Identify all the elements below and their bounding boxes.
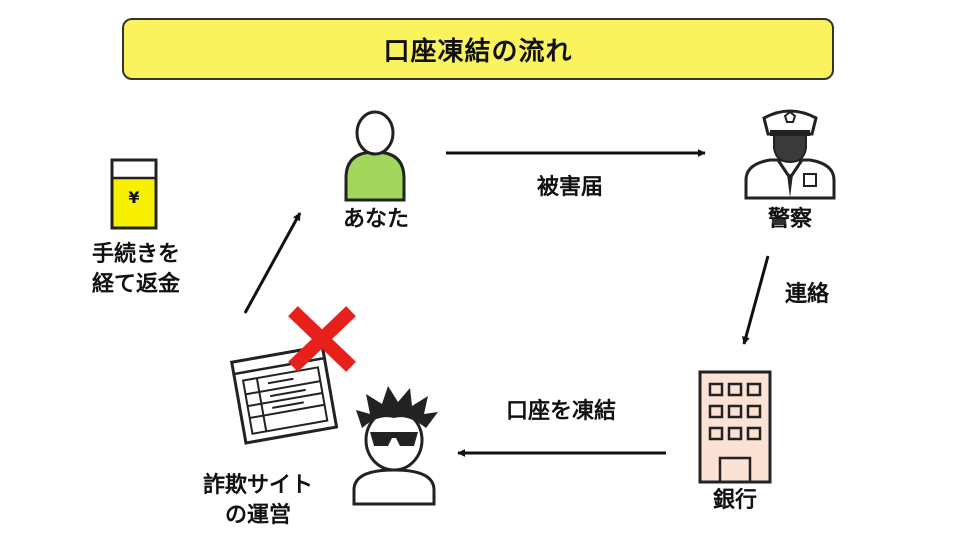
scam-site-document-icon <box>229 344 338 445</box>
scam-label-line2: の運営 <box>224 502 291 528</box>
blocked-x-icon <box>288 306 356 372</box>
arrow-police-to-bank <box>742 255 770 345</box>
scam-operator-label: 詐欺サイト の運営 <box>196 471 320 530</box>
person-icon <box>344 110 406 202</box>
arrow-label-freeze-account: 口座を凍結 <box>505 399 616 424</box>
police-label: 警察 <box>767 207 812 232</box>
scammer-sunglasses-icon <box>352 386 438 506</box>
arrow-label-contact: 連絡 <box>784 282 829 307</box>
yen-card-icon <box>110 158 158 230</box>
page-title: 口座凍結の流れ <box>383 36 573 67</box>
arrow-scam-to-you <box>243 212 302 314</box>
you-label: あなた <box>342 207 409 232</box>
bank-label: 銀行 <box>712 488 757 513</box>
bank-building-icon <box>698 370 772 484</box>
refund-label-line1: 手続きを <box>91 242 180 267</box>
title-banner: 口座凍結の流れ <box>122 18 834 80</box>
arrow-label-damage-report: 被害届 <box>536 175 603 200</box>
police-officer-icon <box>744 109 836 200</box>
scam-label-line1: 詐欺サイト <box>202 473 313 498</box>
yen-symbol: ¥ <box>128 188 140 207</box>
refund-label-line2: 経て返金 <box>91 271 180 297</box>
refund-label: 手続きを 経て返金 <box>74 240 198 299</box>
